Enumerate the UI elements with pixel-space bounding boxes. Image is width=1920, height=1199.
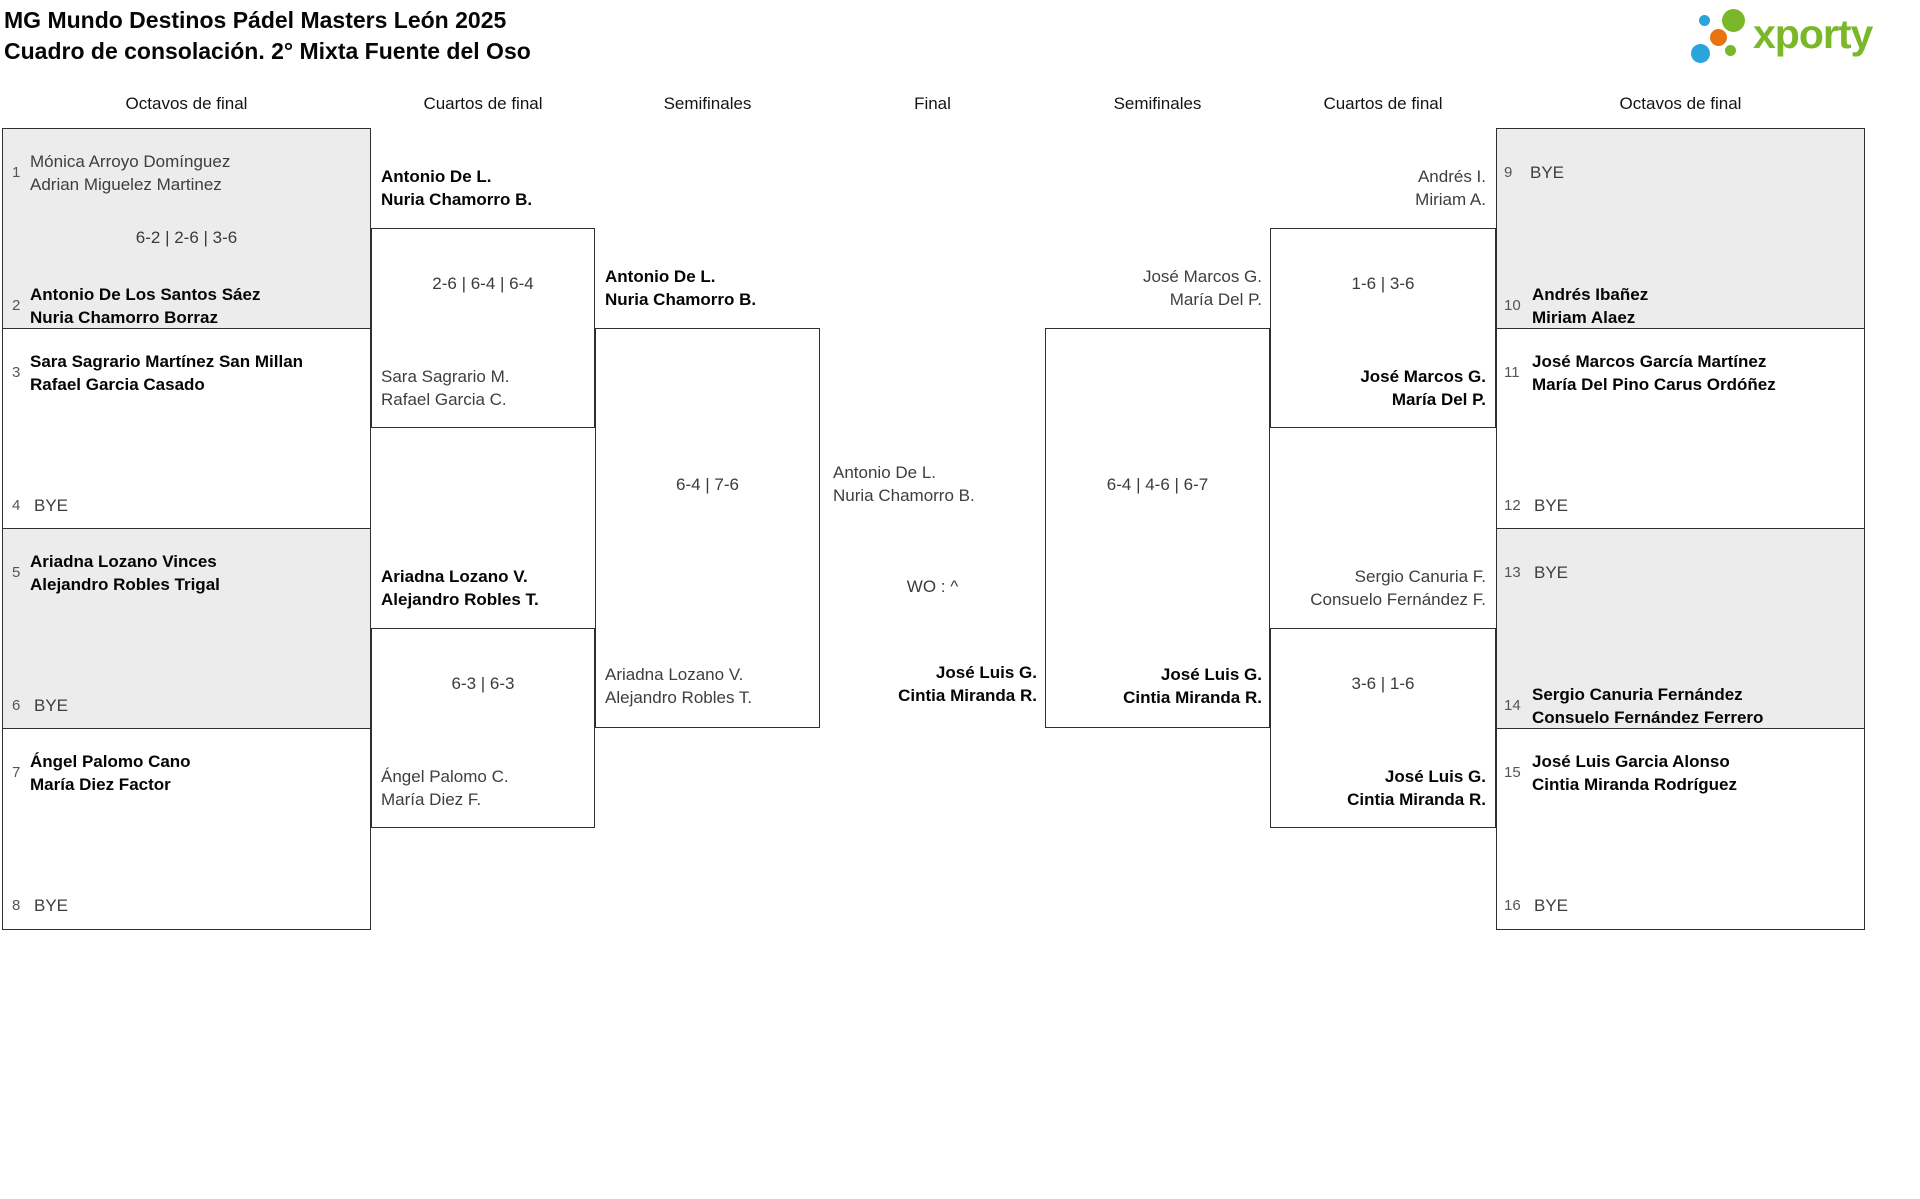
team-names: Ángel Palomo C. María Diez F. — [381, 767, 509, 809]
logo-dot-orange-icon — [1710, 29, 1727, 46]
team-names-winner: José Luis Garcia Alonso Cintia Miranda R… — [1532, 752, 1737, 794]
advancing-team: José Marcos G. María Del P. — [1360, 367, 1486, 409]
team-names-winner: José Marcos García Martínez María Del Pi… — [1532, 352, 1776, 394]
team-names-winner: Ángel Palomo Cano María Diez Factor — [30, 752, 191, 794]
bye-label: BYE — [34, 496, 69, 515]
seed-number: 16 — [1504, 897, 1521, 914]
seed-number: 2 — [12, 297, 21, 314]
match-score: 6-4 | 4-6 | 6-7 — [1106, 475, 1209, 494]
octavos-left-column — [2, 128, 371, 930]
match-box-11v12 — [1497, 329, 1864, 529]
octavos-right-column — [1496, 128, 1865, 930]
seed-number: 8 — [12, 897, 21, 914]
seed-number: 6 — [12, 697, 21, 714]
team-names-winner: Sergio Canuria Fernández Consuelo Fernán… — [1532, 685, 1764, 727]
seed-number: 10 — [1504, 297, 1521, 314]
team-names: Ariadna Lozano V. Alejandro Robles T. — [605, 665, 753, 707]
team-names: José Marcos G. María Del P. — [1142, 267, 1262, 309]
seed-number: 3 — [12, 364, 21, 381]
final-result: WO : ^ — [906, 577, 959, 596]
seed-number: 12 — [1504, 497, 1521, 514]
round-header-octavos-right: Octavos de final — [1619, 94, 1742, 113]
finalist-team: Antonio De L. Nuria Chamorro B. — [833, 463, 975, 505]
semifinal-right-box — [1045, 328, 1270, 728]
advancing-team: Antonio De L. Nuria Chamorro B. — [381, 167, 533, 209]
seed-number: 1 — [12, 164, 21, 181]
bye-label: BYE — [34, 696, 69, 715]
cuartos-right-match2-box — [1270, 628, 1496, 828]
bye-label: BYE — [34, 896, 69, 915]
logo-dot-green-large-icon — [1722, 9, 1745, 32]
team-names: Andrés I. Miriam A. — [1415, 167, 1486, 209]
match-box-9v10 — [1497, 129, 1864, 329]
logo-dot-green-small-icon — [1725, 45, 1736, 56]
seed-number: 15 — [1504, 764, 1521, 781]
bye-label: BYE — [1534, 563, 1569, 582]
advancing-team: José Luis G. Cintia Miranda R. — [1123, 665, 1262, 707]
match-box-3v4 — [3, 329, 370, 529]
match-score: 6-2 | 2-6 | 3-6 — [135, 228, 238, 247]
advancing-team: Antonio De L. Nuria Chamorro B. — [605, 267, 757, 309]
team-names: Sara Sagrario M. Rafael Garcia C. — [381, 367, 510, 409]
seed-number: 13 — [1504, 564, 1521, 581]
draw-subtitle: Cuadro de consolación. 2° Mixta Fuente d… — [4, 38, 531, 64]
round-header-octavos-left: Octavos de final — [125, 94, 248, 113]
round-header-final: Final — [914, 94, 951, 113]
round-header-semis-left: Semifinales — [663, 94, 752, 113]
seed-number: 7 — [12, 764, 21, 781]
logo-wordmark: xporty — [1753, 11, 1873, 57]
match-box-1v2 — [3, 129, 370, 329]
match-box-13v14 — [1497, 529, 1864, 729]
match-box-5v6 — [3, 529, 370, 729]
match-score: 2-6 | 6-4 | 6-4 — [432, 274, 534, 293]
advancing-team: Ariadna Lozano V. Alejandro Robles T. — [381, 567, 539, 609]
bye-label: BYE — [1534, 496, 1569, 515]
round-header-cuartos-right: Cuartos de final — [1323, 94, 1443, 113]
team-names-winner: Andrés Ibañez Miriam Alaez — [1532, 285, 1649, 327]
seed-number: 14 — [1504, 697, 1521, 714]
logo-dot-blue-small-icon — [1699, 15, 1710, 26]
seed-number: 11 — [1504, 364, 1520, 381]
bye-label: BYE — [1534, 896, 1569, 915]
logo-dot-blue-large-icon — [1691, 44, 1710, 63]
advancing-team: José Luis G. Cintia Miranda R. — [1347, 767, 1486, 809]
match-score: 1-6 | 3-6 — [1351, 274, 1415, 293]
seed-number: 9 — [1504, 164, 1513, 181]
seed-number: 5 — [12, 564, 21, 581]
match-score: 6-3 | 6-3 — [451, 674, 515, 693]
team-names-winner: Antonio De Los Santos Sáez Nuria Chamorr… — [30, 285, 261, 327]
team-names-winner: Ariadna Lozano Vinces Alejandro Robles T… — [30, 552, 220, 594]
cuartos-left-match2-box — [371, 628, 595, 828]
tournament-name: MG Mundo Destinos Pádel Masters León 202… — [4, 7, 507, 33]
cuartos-right-match1-box — [1270, 228, 1496, 428]
round-header-semis-right: Semifinales — [1113, 94, 1202, 113]
cuartos-left-match1-box — [371, 228, 595, 428]
semifinal-left-box — [595, 328, 820, 728]
champion-team: José Luis G. Cintia Miranda R. — [898, 663, 1037, 705]
round-header-cuartos-left: Cuartos de final — [423, 94, 543, 113]
page-title: MG Mundo Destinos Pádel Masters León 202… — [4, 5, 531, 67]
team-names: Sergio Canuria F. Consuelo Fernández F. — [1310, 567, 1486, 609]
seed-number: 4 — [12, 497, 21, 514]
team-names-winner: Sara Sagrario Martínez San Millan Rafael… — [30, 352, 304, 394]
match-score: 3-6 | 1-6 — [1351, 674, 1415, 693]
team-names: Mónica Arroyo Domínguez Adrian Miguelez … — [30, 152, 231, 194]
match-score: 6-4 | 7-6 — [675, 475, 739, 494]
bye-label: BYE — [1530, 163, 1565, 182]
